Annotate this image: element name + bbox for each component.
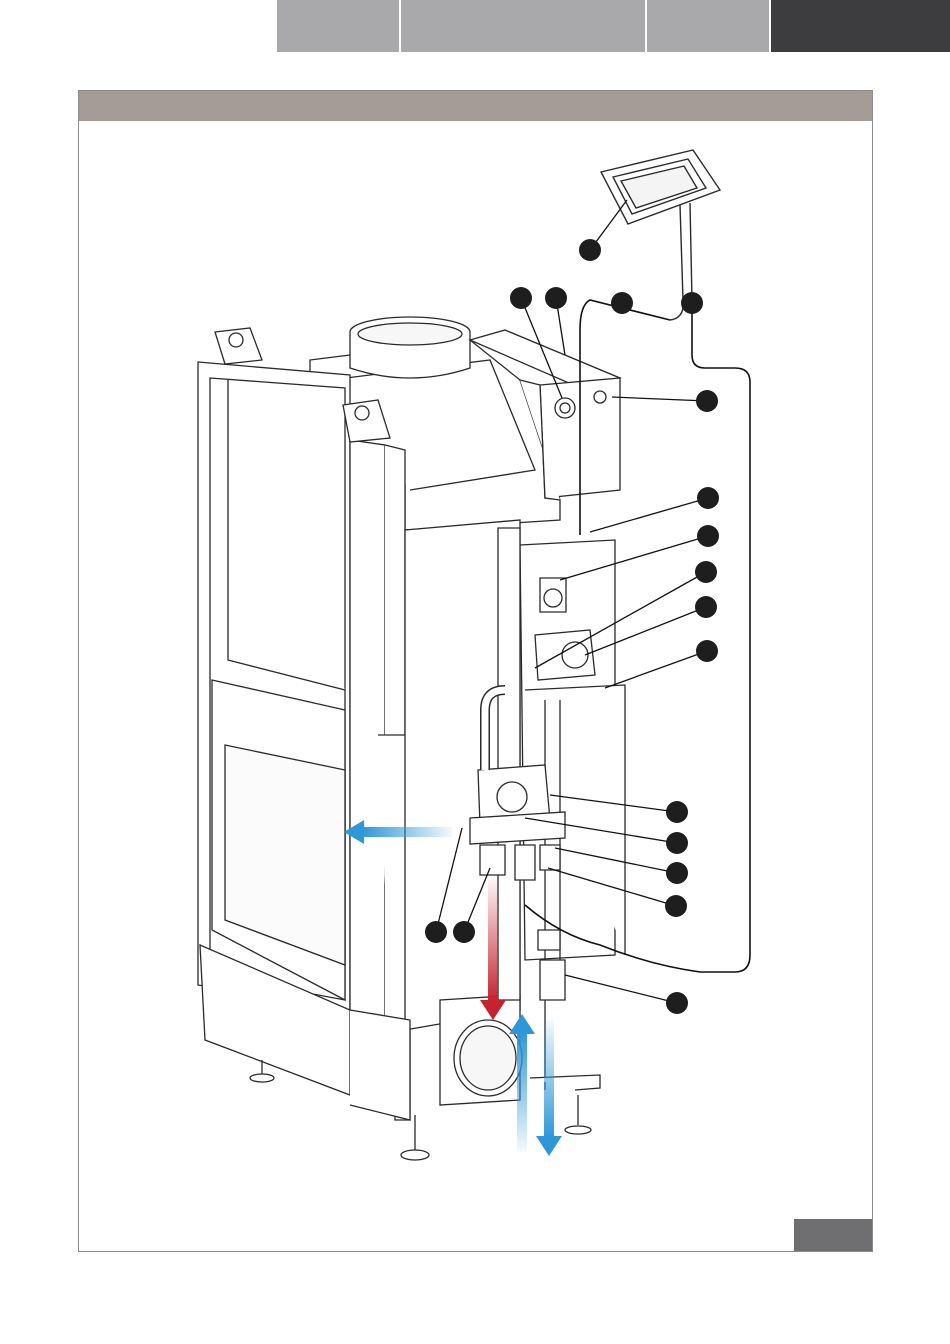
callout-4[interactable] [611, 292, 633, 314]
callout-9[interactable] [695, 561, 717, 583]
callout-15[interactable] [665, 895, 687, 917]
callout-2[interactable] [510, 287, 532, 309]
callout-8[interactable] [697, 525, 719, 547]
callout-5[interactable] [681, 292, 703, 314]
callout-17[interactable] [425, 921, 447, 943]
callout-13[interactable] [666, 832, 688, 854]
callout-12[interactable] [666, 801, 688, 823]
callout-10[interactable] [695, 596, 717, 618]
callout-3[interactable] [545, 287, 567, 309]
callout-6[interactable] [696, 390, 718, 412]
callout-16[interactable] [666, 992, 688, 1014]
flue-collar-icon [350, 317, 470, 378]
callout-7[interactable] [697, 487, 719, 509]
cold-inlet-arrow [536, 1020, 562, 1156]
callout-18[interactable] [453, 921, 475, 943]
callout-11[interactable] [696, 640, 718, 662]
callout-14[interactable] [666, 862, 688, 884]
callout-1[interactable] [579, 239, 601, 261]
valve-icon [540, 578, 566, 612]
